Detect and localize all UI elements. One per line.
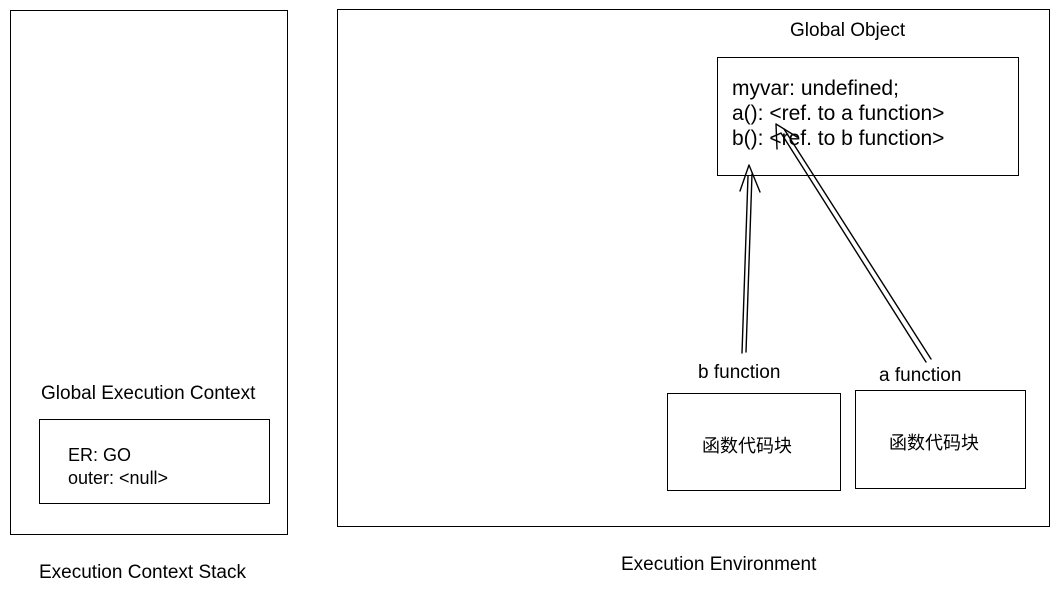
- a-function-box: [855, 390, 1026, 489]
- execution-context-stack-frame: [10, 10, 288, 535]
- execution-environment-caption: Execution Environment: [621, 554, 817, 575]
- global-execution-context-lines: ER: GO outer: <null>: [68, 444, 168, 490]
- go-line-b: b(): <ref. to b function>: [732, 127, 945, 150]
- b-function-code: 函数代码块: [702, 436, 792, 457]
- global-object-lines: myvar: undefined; a(): <ref. to a functi…: [732, 76, 944, 151]
- go-line-myvar: myvar: undefined;: [732, 77, 899, 100]
- a-function-title: a function: [879, 365, 962, 386]
- global-object-title: Global Object: [790, 20, 906, 41]
- gec-line-er: ER: GO: [68, 445, 132, 465]
- global-execution-context-title: Global Execution Context: [41, 383, 256, 404]
- b-function-title: b function: [698, 362, 781, 383]
- go-line-a: a(): <ref. to a function>: [732, 102, 945, 125]
- a-function-code: 函数代码块: [889, 433, 979, 454]
- execution-context-stack-caption: Execution Context Stack: [39, 562, 246, 583]
- b-function-box: [667, 393, 841, 491]
- execution-environment-frame: [337, 9, 1050, 527]
- global-execution-context-box: [39, 419, 270, 504]
- gec-line-outer: outer: <null>: [68, 468, 169, 488]
